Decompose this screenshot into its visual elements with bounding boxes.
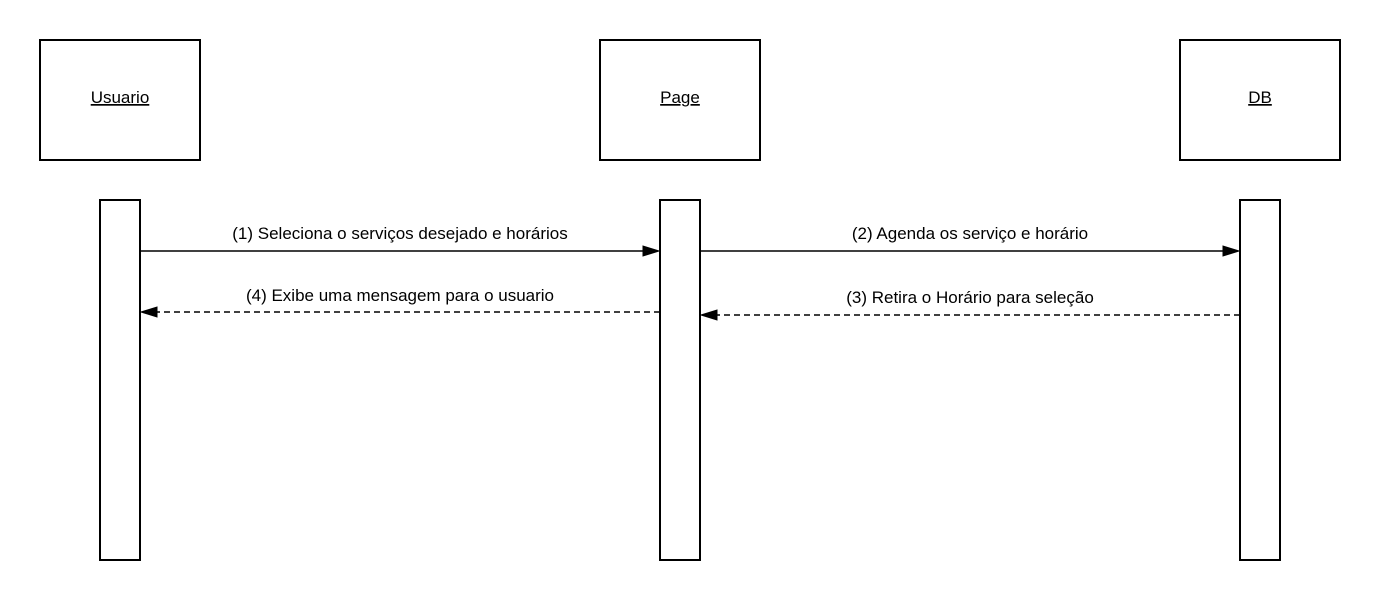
activation-bar-usuario[interactable] [99,199,141,561]
participant-box-usuario [39,39,201,161]
participant-box-db [1179,39,1341,161]
participant-label-usuario: Usuario [91,88,150,107]
activation-bar-db[interactable] [1239,199,1281,561]
message-4[interactable]: (4) Exibe uma mensagem para o usuario [139,286,660,318]
participant-box-page [599,39,761,161]
message-2[interactable]: (2) Agenda os serviço e horário [700,224,1241,257]
participant-db[interactable]: DB [1179,39,1341,161]
message-3-label: (3) Retira o Horário para seleção [846,288,1094,307]
message-4-arrowhead [139,306,158,318]
message-2-label: (2) Agenda os serviço e horário [852,224,1088,243]
message-3-arrowhead [699,309,718,321]
message-2-arrowhead [1222,245,1241,257]
participant-label-db: DB [1248,88,1272,107]
message-3[interactable]: (3) Retira o Horário para seleção [699,288,1240,321]
message-4-label: (4) Exibe uma mensagem para o usuario [246,286,554,305]
message-1[interactable]: (1) Seleciona o serviços desejado e horá… [140,224,661,257]
participant-usuario[interactable]: Usuario [39,39,201,161]
message-1-label: (1) Seleciona o serviços desejado e horá… [232,224,567,243]
activation-bar-page[interactable] [659,199,701,561]
participant-label-page: Page [660,88,700,107]
message-1-arrowhead [642,245,661,257]
participant-page[interactable]: Page [599,39,761,161]
